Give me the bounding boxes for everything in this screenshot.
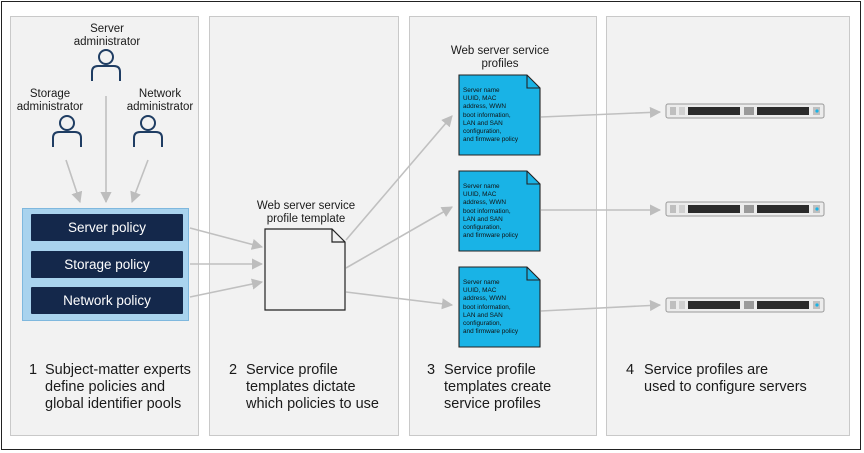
network-policy-box: Network policy — [31, 287, 183, 314]
storage-admin-person-icon — [52, 115, 82, 148]
arrow-template-profile-2 — [345, 206, 453, 269]
profile-text-line: UUID, MAC — [463, 287, 497, 295]
profile-text-line: boot information, — [463, 111, 511, 119]
arrow-network-policy — [189, 278, 264, 298]
arrow-profile-server-1 — [540, 106, 662, 119]
profile-text-line: LAN and SAN — [463, 215, 503, 223]
rack-server-2-icon — [665, 201, 825, 217]
step-4-number: 4 — [626, 362, 635, 378]
storage-policy-box: Storage policy — [31, 251, 183, 278]
server-admin-person-icon — [91, 49, 121, 82]
template-label-line2: profile template — [266, 213, 346, 225]
profile-text-line: Server name — [463, 87, 500, 94]
arrow-server-policy — [189, 227, 264, 250]
storage-admin-label-line2: administrator — [16, 101, 84, 113]
step-2-number: 2 — [229, 362, 238, 378]
step-1-line1: Subject-matter experts — [45, 362, 191, 378]
arrow-template-profile-3 — [345, 291, 454, 310]
step-3-text: Service profile templates create service… — [444, 362, 551, 413]
profile-text-line: address, WWN — [463, 103, 506, 111]
profile-text-line: configuration, — [463, 224, 502, 232]
step-3-number: 3 — [427, 362, 436, 378]
arrow-template-profile-1 — [345, 115, 453, 241]
server-admin-label-line2: administrator — [73, 36, 141, 48]
step-2-line1: Service profile — [246, 362, 338, 378]
step-4-line1: Service profiles are — [644, 362, 769, 378]
profile-text-line: address, WWN — [463, 295, 506, 303]
storage-admin-label: Storage administrator — [12, 88, 88, 114]
profile-text-line: configuration, — [463, 320, 502, 328]
rack-server-3-icon — [665, 297, 825, 313]
profiles-title-line1: Web server service — [450, 45, 550, 57]
step-1-number: 1 — [29, 362, 38, 378]
profile-1-text: Server name UUID, MAC address, WWN boot … — [463, 87, 518, 144]
step-3-line2: templates create — [444, 379, 552, 395]
network-admin-label-line2: administrator — [126, 101, 194, 113]
profiles-title: Web server service profiles — [430, 45, 570, 71]
profile-document-2 — [458, 170, 541, 252]
step-1-line3: global identifier pools — [45, 396, 182, 412]
step-2-line2: templates dictate — [246, 379, 356, 395]
profile-text-line: configuration, — [463, 128, 502, 136]
profile-text-line: Server name — [463, 183, 500, 190]
profile-text-line: UUID, MAC — [463, 95, 497, 103]
profiles-title-line2: profiles — [481, 58, 519, 70]
step-1-text: Subject-matter experts define policies a… — [45, 362, 191, 413]
arrow-network-admin — [130, 159, 149, 204]
network-admin-person-icon — [133, 115, 163, 148]
step-4-text: Service profiles are used to configure s… — [644, 362, 807, 396]
profile-text-line: LAN and SAN — [463, 119, 503, 127]
storage-admin-label-line1: Storage — [29, 88, 71, 100]
step-3-line3: service profiles — [444, 396, 541, 412]
policy-group: Server policy Storage policy Network pol… — [22, 208, 189, 321]
step-2-text: Service profile templates dictate which … — [246, 362, 379, 413]
profile-text-line: Server name — [463, 279, 500, 286]
profile-text-line: and firmware policy — [463, 232, 519, 240]
panel-templates — [209, 16, 399, 436]
profile-text-line: boot information, — [463, 207, 511, 215]
network-admin-label-line1: Network — [138, 88, 182, 100]
profile-text-line: and firmware policy — [463, 136, 519, 144]
template-label-line1: Web server service — [256, 200, 356, 212]
rack-server-1-icon — [665, 103, 825, 119]
network-admin-label: Network administrator — [122, 88, 198, 114]
server-policy-box: Server policy — [31, 214, 183, 241]
step-4-line2: used to configure servers — [644, 379, 807, 395]
profile-text-line: and firmware policy — [463, 328, 519, 336]
profile-text-line: LAN and SAN — [463, 311, 503, 319]
arrow-profile-server-3 — [540, 299, 662, 312]
panel-servers — [606, 16, 850, 436]
server-admin-label-line1: Server — [90, 23, 124, 35]
profile-text-line: address, WWN — [463, 199, 506, 207]
step-3-line1: Service profile — [444, 362, 536, 378]
profile-3-text: Server name UUID, MAC address, WWN boot … — [463, 279, 518, 336]
profile-2-text: Server name UUID, MAC address, WWN boot … — [463, 183, 518, 240]
profile-document-3 — [458, 266, 541, 348]
arrow-storage-admin — [65, 159, 83, 204]
server-admin-label: Server administrator — [66, 23, 148, 49]
step-1-line2: define policies and — [45, 379, 166, 395]
template-document-icon — [264, 228, 346, 311]
profile-text-line: boot information, — [463, 303, 511, 311]
profile-text-line: UUID, MAC — [463, 191, 497, 199]
step-2-line3: which policies to use — [246, 396, 379, 412]
profile-document-1 — [458, 74, 541, 156]
template-label: Web server service profile template — [236, 200, 376, 226]
